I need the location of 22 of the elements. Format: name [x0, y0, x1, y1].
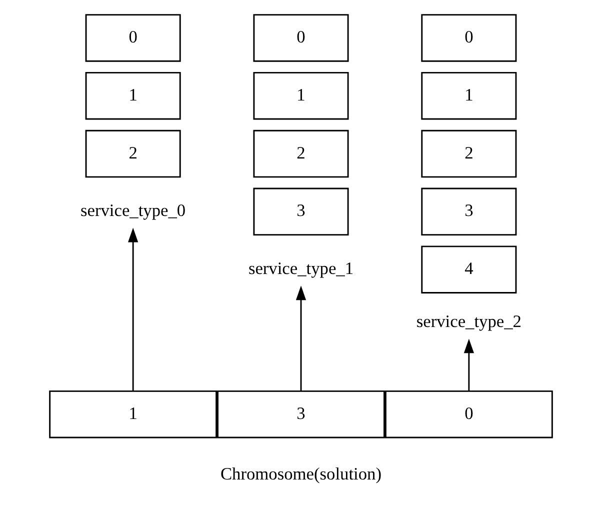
- node-box: 3: [216, 390, 384, 438]
- node-box: 0: [420, 14, 516, 62]
- arrow: [128, 227, 138, 390]
- node-box: 0: [384, 390, 552, 438]
- node-box: 1: [84, 71, 180, 120]
- node-box: 0: [252, 14, 348, 62]
- node-box: 1: [420, 71, 516, 120]
- node-box: 2: [84, 129, 180, 178]
- node-box: 4: [420, 245, 516, 293]
- node-text: service_type_2: [416, 311, 521, 330]
- node-box: 2: [252, 129, 348, 178]
- node-text: service_type_0: [80, 200, 186, 220]
- arrow: [463, 338, 474, 390]
- arrow: [295, 285, 306, 390]
- node-text: service_type_1: [248, 258, 354, 278]
- node-box: 0: [84, 14, 180, 62]
- node-box: 3: [252, 187, 348, 236]
- node-box: 1: [48, 390, 217, 438]
- node-box: 1: [252, 71, 348, 120]
- node-box: 2: [420, 129, 516, 178]
- label: Chromosome(solution): [220, 464, 382, 484]
- node-box: 3: [420, 187, 516, 236]
